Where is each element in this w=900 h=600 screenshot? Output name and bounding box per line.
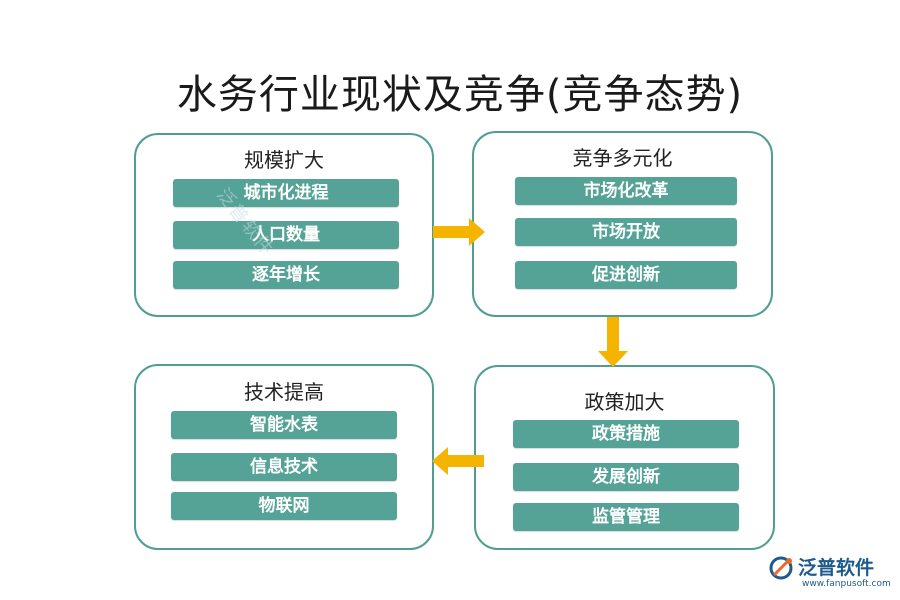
arrow-down-icon bbox=[598, 317, 628, 367]
item-pill: 逐年增长 bbox=[173, 261, 399, 289]
logo-url: www.fanpusoft.com bbox=[802, 579, 891, 589]
item-pill: 发展创新 bbox=[513, 463, 739, 491]
box-heading: 竞争多元化 bbox=[572, 146, 673, 170]
item-pill: 政策措施 bbox=[513, 420, 739, 448]
box-policy-increase: 政策加大 政策措施 发展创新 监管管理 bbox=[474, 365, 775, 550]
box-scale-expansion: 规模扩大 城市化进程 人口数量 逐年增长 bbox=[134, 133, 434, 317]
box-technology-improvement: 技术提高 智能水表 信息技术 物联网 bbox=[134, 364, 434, 550]
item-pill: 智能水表 bbox=[171, 411, 397, 439]
box-heading: 政策加大 bbox=[584, 390, 665, 414]
item-pill: 人口数量 bbox=[173, 221, 399, 249]
fanpu-logo-icon bbox=[769, 556, 793, 580]
item-pill: 市场化改革 bbox=[515, 177, 737, 205]
box-competition-diversification: 竞争多元化 市场化改革 市场开放 促进创新 bbox=[472, 131, 773, 317]
item-pill: 物联网 bbox=[171, 492, 397, 520]
item-pill: 信息技术 bbox=[171, 453, 397, 481]
arrow-left-icon bbox=[432, 447, 484, 475]
item-pill: 市场开放 bbox=[515, 218, 737, 246]
box-heading: 技术提高 bbox=[244, 380, 324, 404]
diagram-title: 水务行业现状及竞争(竞争态势) bbox=[176, 72, 744, 118]
brand-logo: 泛普软件 www.fanpusoft.com bbox=[768, 553, 898, 599]
item-pill: 监管管理 bbox=[513, 503, 739, 531]
item-pill: 促进创新 bbox=[515, 261, 737, 289]
box-heading: 规模扩大 bbox=[244, 148, 324, 172]
logo-name: 泛普软件 bbox=[798, 557, 875, 579]
item-pill: 城市化进程 bbox=[173, 179, 399, 207]
arrow-right-icon bbox=[433, 218, 485, 246]
